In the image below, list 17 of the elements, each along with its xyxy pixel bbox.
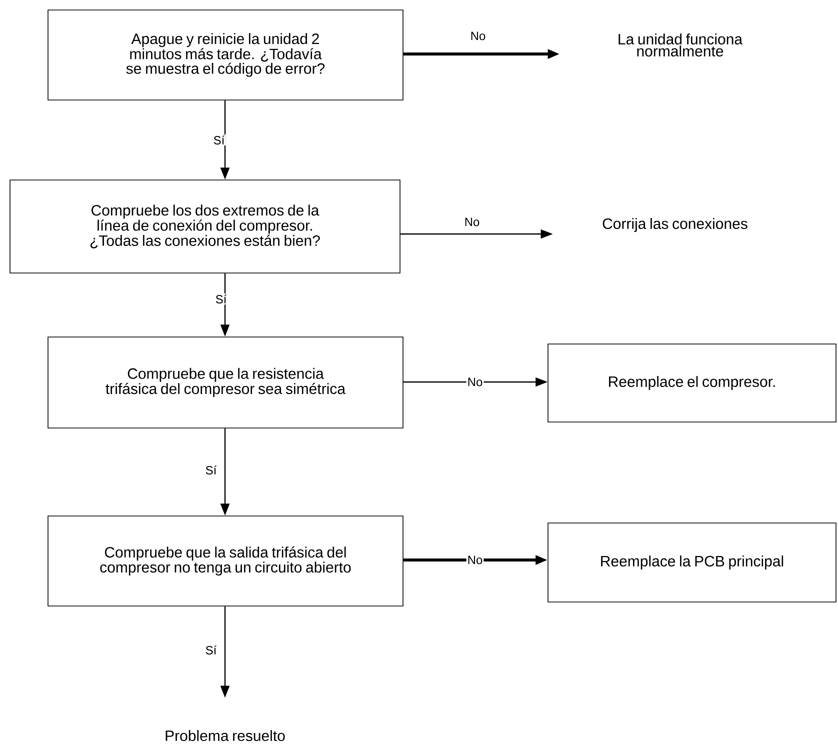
process-box: Compruebe que la resistencia trifásica del compresor sea simétrica (48, 336, 404, 428)
process-box: Reemplace el compresor. (548, 344, 836, 422)
edge-label: No (463, 216, 481, 228)
edge-label: Sí (204, 644, 218, 656)
terminal-text: Problema resuelto (166, 730, 285, 742)
process-box: Apague y reinicie la unidad 2 minutos más tarde. ¿Todavía se muestra el código de error? (48, 10, 404, 100)
edge-label: No (466, 554, 484, 566)
process-box: Compruebe que la salida trifásica del compresor no tenga un circuito abierto (48, 516, 404, 606)
edge-label: No (466, 376, 484, 388)
process-box: Compruebe los dos extremos de la línea de conexión del compresor. ¿Todas las conexiones están bien? (10, 180, 400, 274)
terminal-text: Corrija las conexiones (602, 218, 748, 232)
edge-label: No (469, 30, 487, 42)
terminal-text: La unidad funciona normalmente (618, 33, 743, 56)
process-box: Reemplace la PCB principal (548, 522, 836, 602)
edge-label: Sí (214, 294, 228, 304)
edge-label: Sí (212, 134, 226, 146)
edge-label: Sí (204, 464, 218, 476)
